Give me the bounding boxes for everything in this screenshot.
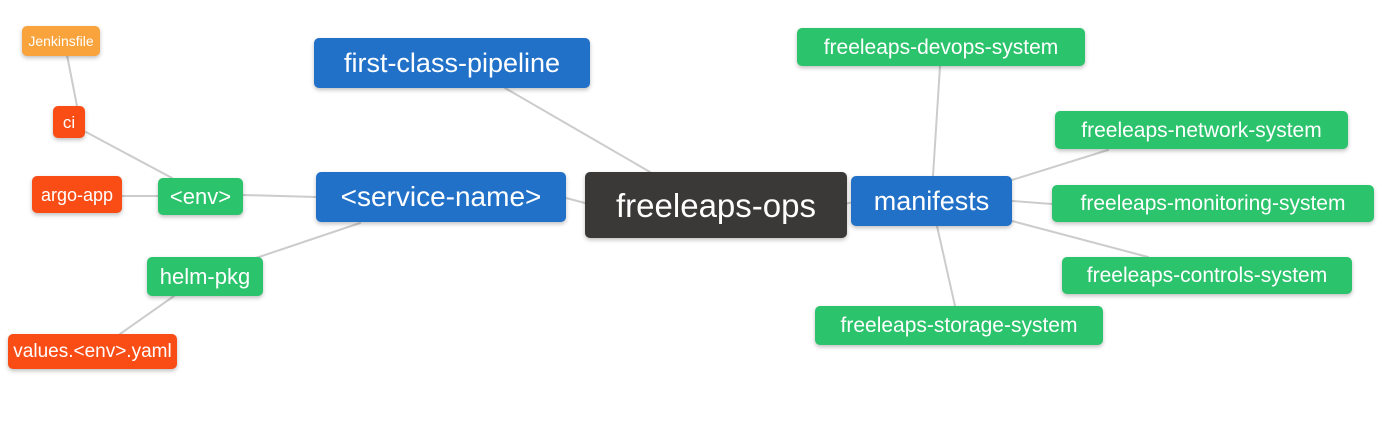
node-freeleaps-monitoring-system[interactable]: freeleaps-monitoring-system (1052, 185, 1374, 222)
edge-service-name-freeleaps-ops (565, 197, 586, 204)
edge-ci-env (85, 131, 173, 179)
node-jenkinsfile[interactable]: Jenkinsfile (22, 26, 100, 56)
edge-service-name-helm-pkg (255, 222, 361, 259)
node-first-class-pipeline[interactable]: first-class-pipeline (314, 38, 590, 88)
node-freeleaps-storage-system[interactable]: freeleaps-storage-system (815, 306, 1103, 345)
node-argo-app[interactable]: argo-app (32, 176, 122, 213)
node-env[interactable]: <env> (158, 178, 243, 215)
edge-manifests-freeleaps-storage-system (936, 225, 956, 307)
node-ci[interactable]: ci (53, 106, 85, 138)
edge-first-class-pipeline-freeleaps-ops (504, 87, 651, 173)
node-freeleaps-devops-system[interactable]: freeleaps-devops-system (797, 28, 1085, 66)
edge-manifests-freeleaps-controls-system (1011, 220, 1149, 258)
edge-jenkinsfile-ci (66, 54, 78, 107)
edge-env-service-name (242, 194, 317, 198)
node-manifests[interactable]: manifests (851, 176, 1012, 226)
edge-manifests-freeleaps-network-system (1011, 149, 1109, 181)
edge-manifests-freeleaps-devops-system (932, 65, 941, 177)
node-helm-pkg[interactable]: helm-pkg (147, 257, 263, 296)
edge-manifests-freeleaps-monitoring-system (1011, 200, 1053, 205)
node-freeleaps-network-system[interactable]: freeleaps-network-system (1055, 111, 1348, 149)
node-freeleaps-ops[interactable]: freeleaps-ops (585, 172, 847, 238)
edge-helm-pkg-values-env-yaml (119, 295, 175, 335)
node-service-name[interactable]: <service-name> (316, 172, 566, 222)
node-values-env-yaml[interactable]: values.<env>.yaml (8, 334, 177, 369)
node-freeleaps-controls-system[interactable]: freeleaps-controls-system (1062, 257, 1352, 294)
